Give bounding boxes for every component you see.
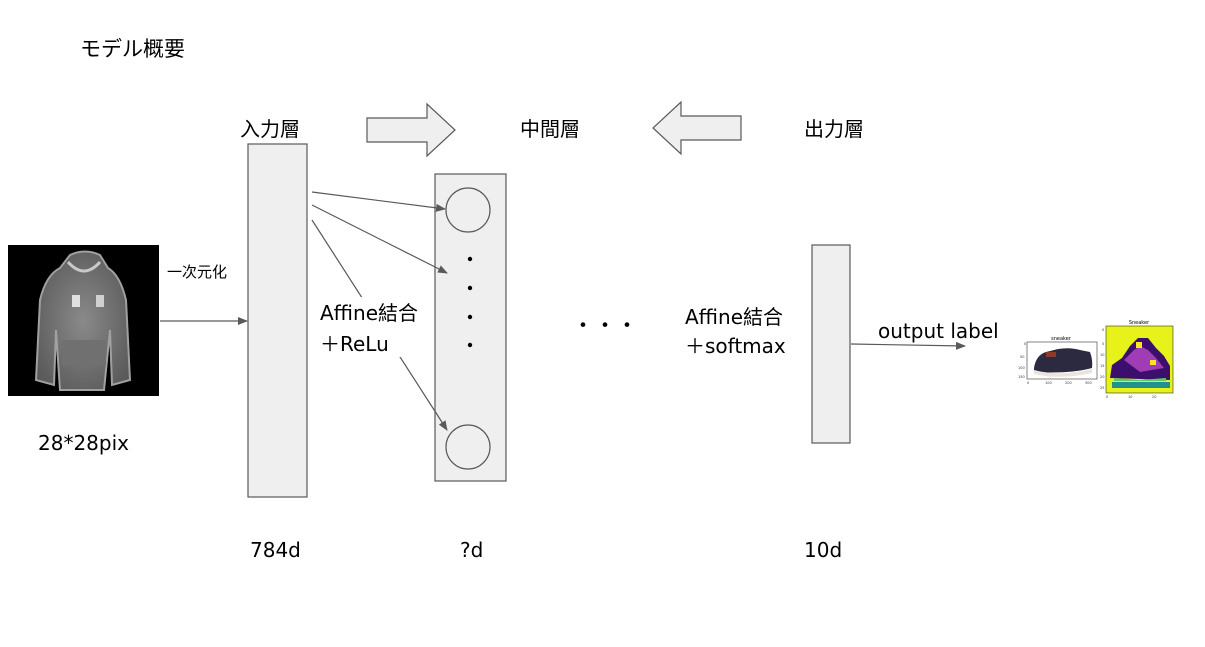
- pixel-thumbnail-title: Sneaker: [1129, 320, 1150, 326]
- svg-text:0: 0: [1024, 342, 1026, 346]
- forward-block-arrow: [366, 102, 456, 158]
- svg-text:20: 20: [1152, 395, 1156, 399]
- svg-text:10: 10: [1128, 395, 1132, 399]
- sneaker-photo-thumbnail: sneaker 0 50 100 150 0 100 200 300: [1018, 336, 1098, 385]
- svg-text:10: 10: [1100, 353, 1104, 357]
- hidden-layer-title: 中間層: [520, 117, 580, 141]
- svg-text:0: 0: [1106, 395, 1108, 399]
- sneaker-pixel-thumbnail: Sneaker 0 5 10 15 20 25 0 10 20: [1100, 320, 1174, 399]
- svg-text:5: 5: [1102, 342, 1104, 346]
- input-image: [8, 245, 159, 396]
- output-layer-title: 出力層: [804, 117, 864, 141]
- input-layer-title: 入力層: [240, 117, 300, 141]
- output-layer-box: [811, 244, 851, 444]
- svg-text:100: 100: [1018, 366, 1025, 370]
- affine-softmax-line2: ＋softmax: [685, 334, 786, 358]
- affine-relu-line2: ＋ReLu: [320, 332, 389, 356]
- output-layer-dim: 10d: [804, 538, 842, 562]
- svg-text:100: 100: [1045, 381, 1052, 385]
- input-layer-dim: 784d: [250, 538, 301, 562]
- hidden-layer-dim: ?d: [460, 538, 483, 562]
- svg-text:20: 20: [1100, 375, 1104, 379]
- affine-softmax-line1: Affine結合: [685, 305, 783, 329]
- photo-thumbnail-title: sneaker: [1051, 336, 1072, 342]
- flatten-label: 一次元化: [167, 263, 227, 281]
- layers-ellipsis: ・・・: [572, 314, 638, 339]
- connection-label-bg: [316, 297, 430, 357]
- diagram-title: モデル概要: [80, 37, 185, 61]
- image-size-caption: 28*28pix: [38, 431, 129, 455]
- hidden-neuron-dots: [467, 256, 473, 348]
- svg-text:25: 25: [1100, 386, 1104, 390]
- backward-block-arrow: [652, 100, 742, 156]
- svg-text:0: 0: [1027, 381, 1029, 385]
- hidden-neuron-top: [445, 187, 491, 233]
- svg-text:300: 300: [1085, 381, 1092, 385]
- affine-relu-line1: Affine結合: [320, 301, 418, 325]
- svg-text:150: 150: [1018, 375, 1025, 379]
- svg-text:50: 50: [1020, 355, 1024, 359]
- output-label-text: output label: [878, 319, 999, 343]
- output-arrow: [850, 341, 966, 350]
- hidden-neuron-bottom: [445, 424, 491, 470]
- svg-text:200: 200: [1065, 381, 1072, 385]
- input-layer-box: [247, 143, 308, 498]
- svg-text:15: 15: [1100, 364, 1104, 368]
- svg-text:0: 0: [1102, 328, 1104, 332]
